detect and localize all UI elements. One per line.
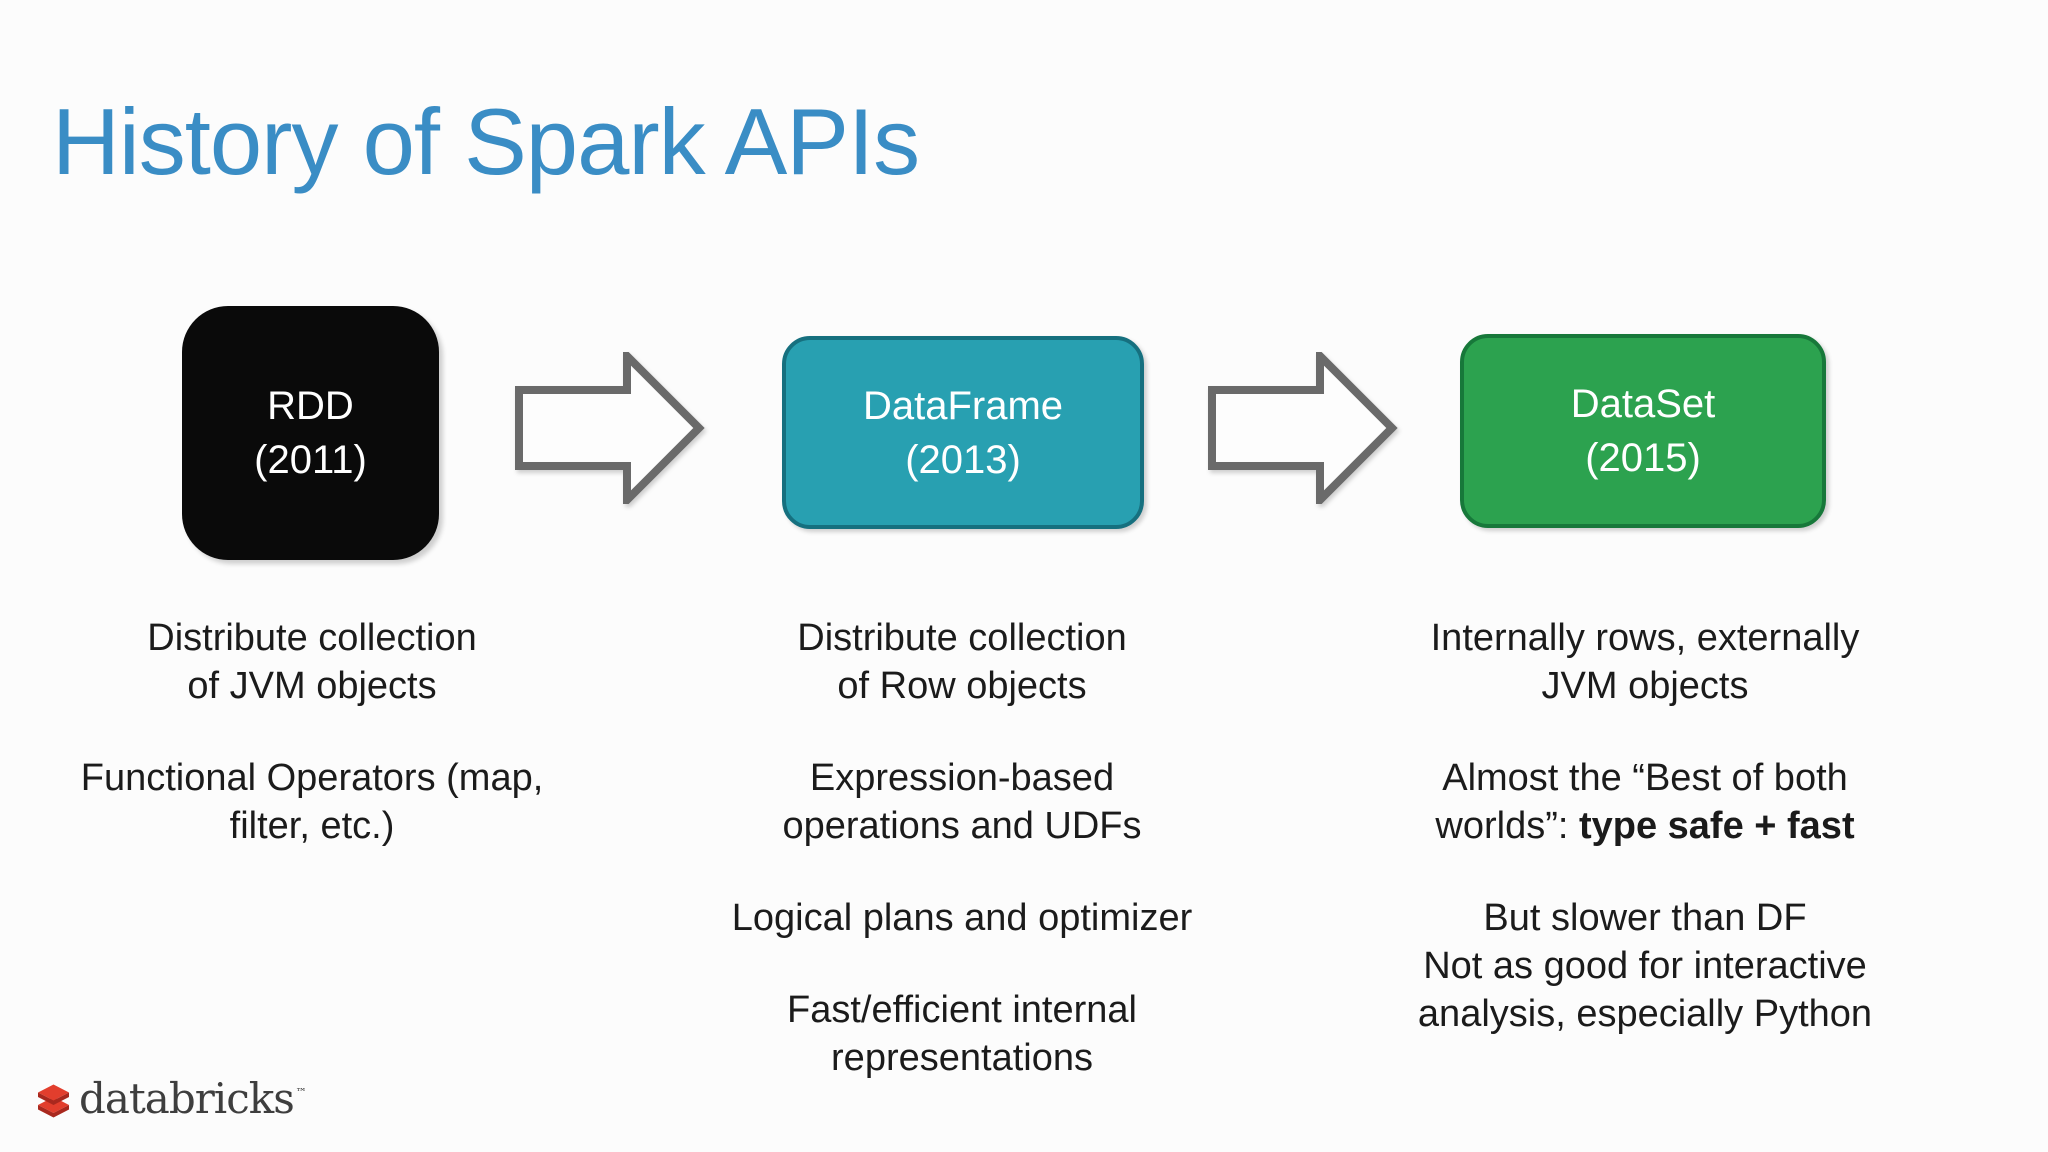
description-paragraph: Distribute collection of Row objects: [797, 617, 1127, 707]
databricks-wordmark: databricks: [79, 1074, 295, 1123]
databricks-bricks-icon: [38, 1084, 69, 1118]
api-name: DataSet: [1570, 382, 1716, 426]
api-year: (2011): [254, 438, 367, 482]
databricks-logo: databricks ™: [37, 1078, 307, 1120]
arrow-right-icon: [515, 352, 705, 504]
description-paragraph: Expression-based operations and UDFs: [782, 757, 1142, 847]
timeline-box-dataset: DataSet (2015): [1460, 334, 1826, 528]
api-name: RDD: [267, 384, 354, 428]
timeline-box-dataframe: DataFrame (2013): [782, 336, 1144, 529]
api-year: (2013): [905, 437, 1021, 482]
api-year: (2015): [1585, 436, 1701, 480]
api-name: DataFrame: [862, 383, 1064, 428]
description-paragraph: But slower than DF Not as good for inter…: [1417, 897, 1873, 1035]
description-paragraph: Functional Operators (map, filter, etc.): [80, 757, 544, 847]
description-paragraph: Fast/efficient internal representations: [787, 989, 1137, 1079]
description-paragraph: Internally rows, externally JVM objects: [1430, 617, 1860, 707]
trademark-symbol: ™: [295, 1086, 307, 1099]
description-paragraph: Distribute collection of JVM objects: [147, 617, 477, 707]
slide-title: History of Spark APIs: [52, 89, 920, 194]
timeline-box-rdd: RDD (2011): [182, 306, 439, 560]
description-paragraph: Logical plans and optimizer: [731, 897, 1193, 939]
arrow-right-icon: [1208, 352, 1398, 504]
description-paragraph: Almost the “Best of both worlds”: type s…: [1435, 757, 1855, 847]
